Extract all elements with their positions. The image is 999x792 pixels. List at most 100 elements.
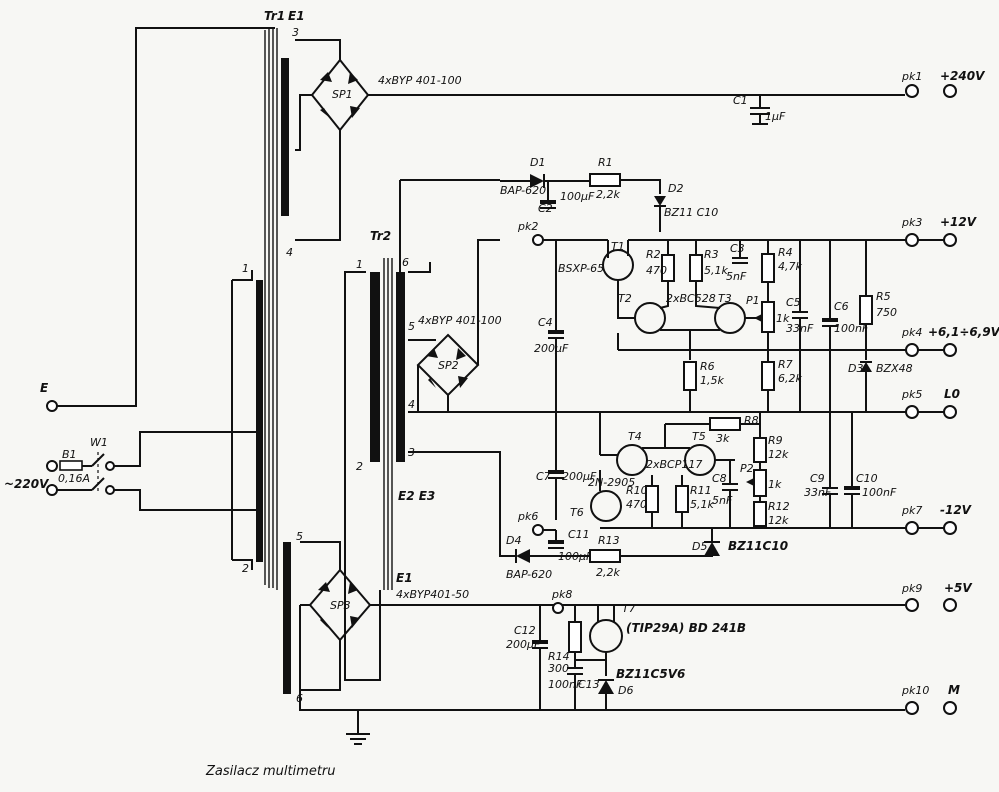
c7-name: C7 — [536, 470, 551, 483]
t5-name: T5 — [692, 430, 706, 443]
earth-terminal — [46, 400, 58, 412]
c12-name: C12 — [514, 624, 536, 637]
r14-value: 300 — [548, 662, 569, 675]
r11-name: R11 — [690, 484, 712, 497]
d6-value: BZ11C5V6 — [616, 667, 685, 681]
pk9-terminal — [905, 598, 919, 612]
mains-input: ~220V B1 0,16A W1 E — [4, 27, 275, 511]
d5-value: BZ11C10 — [728, 539, 788, 553]
r6-value: 1,5k — [700, 374, 724, 387]
p2-name: P2 — [740, 462, 754, 475]
pk5-label: L0 — [944, 387, 960, 401]
regulator-5v: pk8 C12 200µF R14 300 C13 100nF T7 (TIP2… — [506, 581, 973, 715]
d1-name: D1 — [530, 156, 545, 169]
p2-potentiometer — [753, 469, 767, 497]
pk9-pin: pk9 — [901, 582, 922, 595]
c1-name: C1 — [733, 94, 748, 107]
r8-resistor — [709, 417, 741, 431]
r6-resistor — [683, 361, 697, 391]
r2-value: 470 — [646, 264, 667, 277]
r1-name: R1 — [598, 156, 613, 169]
d2-value: BZ11 C10 — [664, 206, 718, 219]
c11-name: C11 — [568, 528, 590, 541]
pk4-terminal — [905, 343, 919, 357]
t7-name: T7 — [622, 602, 636, 615]
pk1-label: +240V — [940, 69, 986, 83]
pk3-terminal — [905, 233, 919, 247]
p1-potentiometer — [761, 301, 775, 333]
c6-value: 100nF — [834, 322, 869, 335]
d6-zener — [598, 680, 614, 694]
pk9-output-terminal — [943, 598, 957, 612]
d3-value: BZX48 — [876, 362, 913, 375]
t2t3-value: 2xBC528 — [666, 292, 716, 305]
t4-name: T4 — [628, 430, 642, 443]
pk1-output-terminal — [943, 84, 957, 98]
tr1-pin-2: 2 — [242, 562, 249, 575]
t4-transistor — [616, 444, 648, 476]
d4-diode — [516, 549, 530, 563]
c13-value: 100nF — [548, 678, 583, 691]
transformer-tr2: Tr2 1 2 3 4 5 6 E2 E3 E1 — [344, 179, 955, 681]
r12-name: R12 — [768, 500, 790, 513]
tr1-name: Tr1 — [264, 9, 285, 23]
sp1-name: SP1 — [332, 88, 353, 101]
r9-name: R9 — [768, 434, 783, 447]
d5-name: D5 — [692, 540, 707, 553]
c9-name: C9 — [810, 472, 825, 485]
c13-name: C13 — [578, 678, 600, 691]
r3-resistor — [689, 254, 703, 282]
d1-diode — [530, 174, 544, 188]
pk10-label: M — [948, 683, 960, 697]
mains-voltage-label: ~220V — [4, 477, 50, 491]
r7-name: R7 — [778, 358, 793, 371]
tr1-pin-5: 5 — [296, 530, 303, 543]
pk4-pin: pk4 — [901, 326, 922, 339]
pk3-label: +12V — [940, 215, 978, 229]
c4-name: C4 — [538, 316, 553, 329]
c10-value: 100nF — [862, 486, 897, 499]
c7-value: 200µF — [562, 470, 597, 483]
r10-value: 470 — [626, 498, 647, 511]
c5-name: C5 — [786, 296, 801, 309]
r3-name: R3 — [704, 248, 719, 261]
tr1-secondary-winding-2 — [283, 542, 291, 694]
pk5-output-terminal — [943, 405, 957, 419]
pk10-output-terminal — [943, 701, 957, 715]
tr2-pin-1: 1 — [356, 258, 363, 271]
sp3-type: 4xBYP401-50 — [396, 588, 469, 601]
tr1-pin-1: 1 — [242, 262, 249, 275]
r3-value: 5,1k — [704, 264, 728, 277]
fuse-label: B1 — [62, 448, 77, 461]
r5-name: R5 — [876, 290, 891, 303]
r1-value: 2,2k — [596, 188, 620, 201]
r2-name: R2 — [646, 248, 661, 261]
switch-terminal-1 — [105, 461, 115, 471]
d5-zener — [704, 542, 720, 556]
mains-terminal-2 — [46, 484, 58, 496]
d2-name: D2 — [668, 182, 683, 195]
d6-name: D6 — [618, 684, 633, 697]
tr2-screens: E2 E3 — [398, 489, 435, 503]
pk7-pin: pk7 — [901, 504, 922, 517]
pk1-terminal — [905, 84, 919, 98]
pk2-terminal — [532, 234, 544, 246]
pk8-pin: pk8 — [551, 588, 572, 601]
pk4-output-terminal — [943, 343, 957, 357]
earth-label: E — [40, 381, 49, 395]
r4-value: 4,7k — [778, 260, 802, 273]
pk5-terminal — [905, 405, 919, 419]
tr2-pin-2: 2 — [356, 460, 363, 473]
t4t5-value: 2xBCP117 — [646, 458, 702, 471]
t1-name: T1 — [611, 240, 625, 253]
d3-zener — [860, 362, 872, 372]
diagram-caption: Zasilacz multimetru — [206, 764, 336, 779]
r10-name: R10 — [626, 484, 648, 497]
r12-value: 12k — [768, 514, 789, 527]
p2-value: 1k — [768, 478, 782, 491]
pk9-label: +5V — [944, 581, 973, 595]
positive-regulator: D1 BAP-620 R1 2,2k D2 BZ11 C10 C2 100µF … — [500, 156, 955, 412]
tr1-pin-3: 3 — [292, 26, 299, 39]
tr1-pin-4: 4 — [286, 246, 293, 259]
r11-resistor — [675, 485, 689, 513]
